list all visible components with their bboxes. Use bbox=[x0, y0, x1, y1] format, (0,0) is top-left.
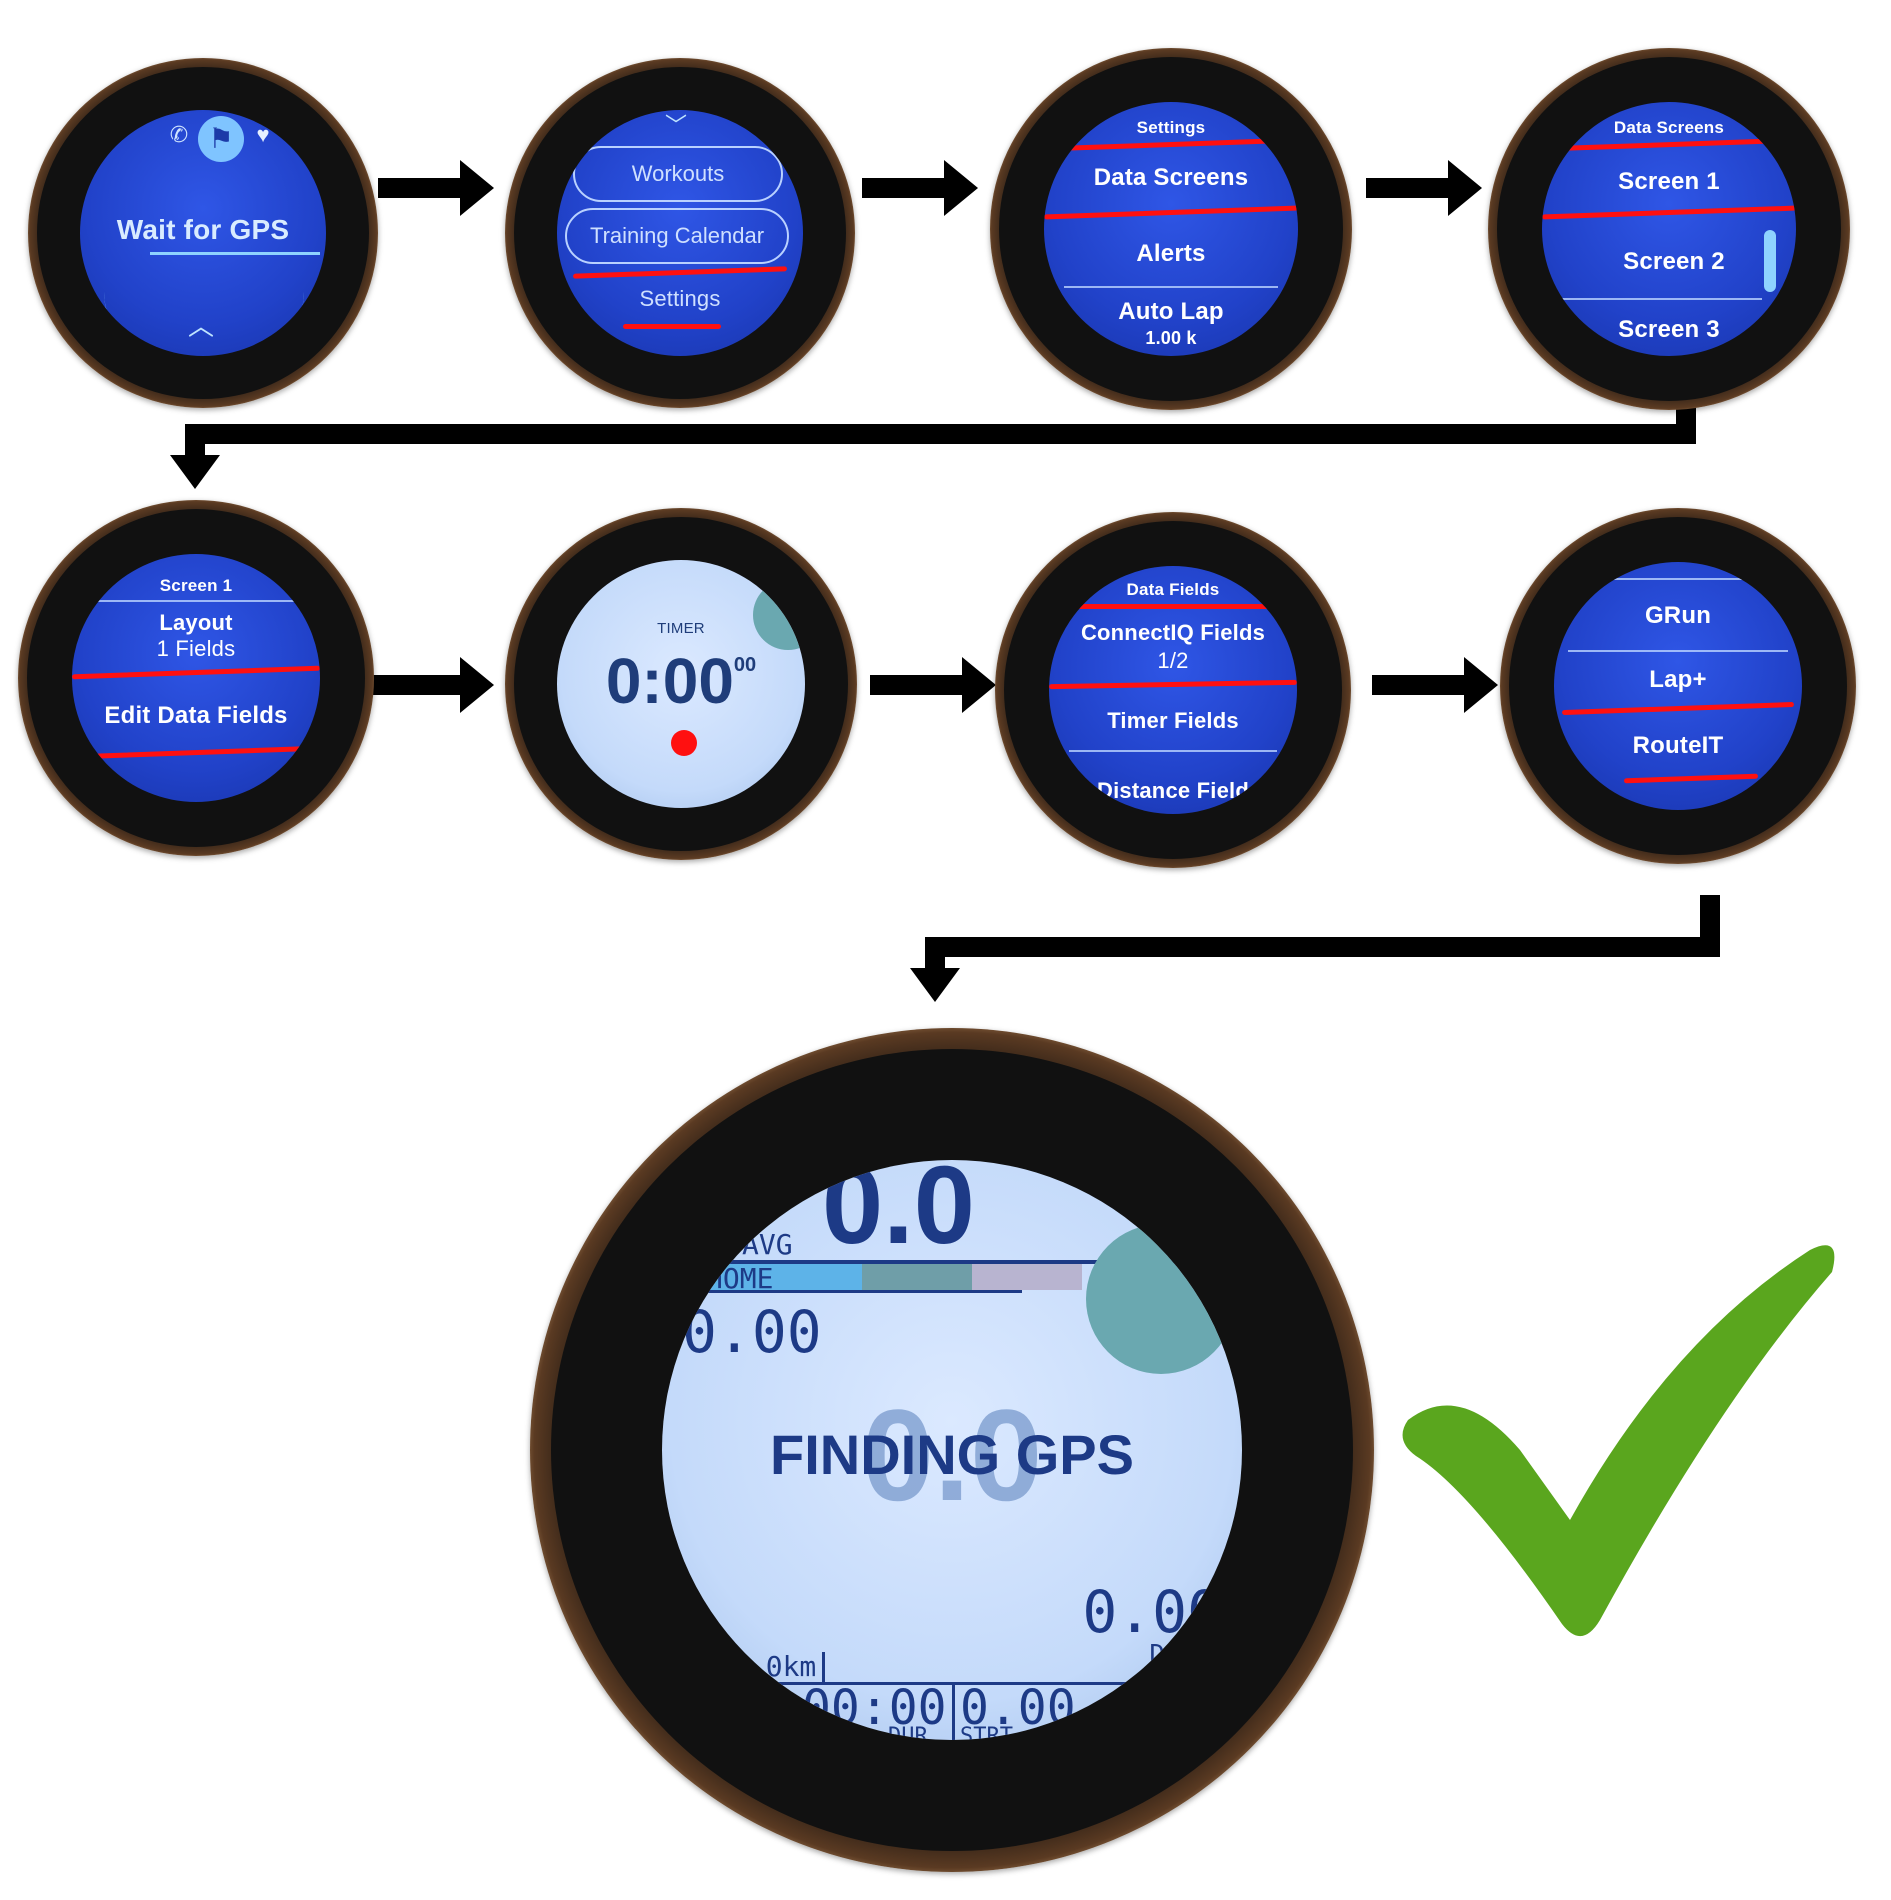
dur-value: 00:00 bbox=[802, 1680, 947, 1736]
menu-item-screen-3[interactable]: Screen 3 bbox=[1618, 316, 1720, 343]
ghost-value: 0.0 bbox=[861, 1382, 1043, 1528]
corner-indicator bbox=[753, 580, 805, 650]
heart-icon: ♥ bbox=[256, 122, 270, 147]
highlight-top bbox=[72, 665, 320, 680]
watch-step-6: TIMER 0:0000 bbox=[505, 508, 857, 860]
home-label: HOME bbox=[706, 1262, 774, 1295]
top-value: 0.0 bbox=[822, 1160, 975, 1267]
mid-divider bbox=[952, 1684, 955, 1740]
strt-label: STRT bbox=[960, 1724, 1013, 1740]
home-divider bbox=[682, 1290, 1022, 1293]
menu-item-lap-plus[interactable]: Lap+ bbox=[1649, 666, 1707, 693]
menu-item-timer-fields[interactable]: Timer Fields bbox=[1107, 708, 1239, 733]
chevron-down-icon: ﹀ bbox=[665, 113, 688, 138]
watch-step-1: ✆ ⚑ ♥ Wait for GPS ︿ bbox=[28, 58, 378, 408]
menu-item-training-calendar[interactable]: Training Calendar bbox=[565, 208, 789, 264]
left-value: 0.00 bbox=[682, 1298, 822, 1366]
divider bbox=[1584, 578, 1772, 580]
menu-item-workouts[interactable]: Workouts bbox=[573, 146, 783, 202]
chevron-up-icon: ︿ bbox=[188, 311, 215, 341]
title-underline bbox=[150, 252, 320, 255]
data-screens-header: Data Screens bbox=[1613, 118, 1725, 137]
final-screen: 0.0 AVG HOME 0.00 0.0 FINDING GPS 0.00 D… bbox=[662, 1160, 1242, 1740]
menu-item-edit-data-fields[interactable]: Edit Data Fields bbox=[104, 702, 288, 729]
highlight-top bbox=[1561, 138, 1783, 151]
run-icon: ⚑ bbox=[198, 116, 244, 162]
highlight-bottom bbox=[623, 324, 721, 329]
auto-lap-value: 1.00 k bbox=[1145, 328, 1197, 348]
divider bbox=[1064, 286, 1278, 288]
watch-step-5: Screen 1 Layout 1 Fields Edit Data Field… bbox=[18, 500, 374, 856]
highlight-top bbox=[1057, 138, 1285, 151]
top-divider bbox=[682, 1260, 1242, 1264]
settings-header: Settings bbox=[1136, 118, 1206, 137]
watch-step-4: Data Screens Screen 1 Screen 2 Screen 3 bbox=[1488, 48, 1850, 410]
divider bbox=[1568, 650, 1788, 652]
menu-item-grun[interactable]: GRun bbox=[1644, 602, 1712, 629]
highlight-bottom bbox=[1623, 773, 1759, 784]
watch-step-7: Data Fields ConnectIQ Fields 1/2 Timer F… bbox=[995, 512, 1351, 868]
data-fields-header: Data Fields bbox=[1126, 580, 1220, 599]
highlight-top bbox=[1561, 701, 1795, 716]
divider bbox=[1562, 298, 1762, 300]
highlight-bottom bbox=[85, 746, 311, 759]
watch-step-8: GRun Lap+ RouteIT bbox=[1500, 508, 1856, 864]
bottom-divider bbox=[682, 1682, 1242, 1685]
highlight-bottom bbox=[1044, 205, 1298, 220]
divider bbox=[1069, 750, 1277, 752]
menu-item-layout[interactable]: Layout bbox=[159, 610, 233, 635]
timer-label: TIMER bbox=[657, 620, 705, 637]
layout-value: 1 Fields bbox=[156, 636, 236, 661]
screen-1-header: Screen 1 bbox=[159, 576, 233, 595]
scrollbar[interactable] bbox=[1764, 230, 1776, 292]
progress-bar bbox=[682, 1264, 1082, 1290]
dist-value: 0.00 bbox=[1082, 1578, 1222, 1646]
menu-item-connectiq-fields[interactable]: ConnectIQ Fields bbox=[1080, 620, 1266, 645]
checkmark-icon bbox=[1402, 1245, 1835, 1637]
highlight-top bbox=[1069, 604, 1277, 609]
watch-step-3: Settings Data Screens Alerts Auto Lap 1.… bbox=[990, 48, 1352, 410]
strt-value: 0.00 bbox=[960, 1680, 1076, 1736]
record-dot bbox=[671, 730, 697, 756]
connectiq-count: 1/2 bbox=[1157, 648, 1189, 673]
menu-item-auto-lap[interactable]: Auto Lap bbox=[1118, 298, 1224, 325]
highlight-bottom bbox=[1542, 205, 1796, 220]
menu-item-screen-2[interactable]: Screen 2 bbox=[1623, 248, 1725, 275]
divider bbox=[92, 600, 300, 602]
km-divider bbox=[822, 1652, 825, 1682]
dur-label: DUR bbox=[888, 1724, 928, 1740]
highlight-bottom bbox=[1049, 679, 1297, 690]
avg-label: AVG bbox=[742, 1228, 793, 1261]
watch-step-2: ﹀ Workouts Training Calendar Settings bbox=[505, 58, 855, 408]
menu-item-alerts[interactable]: Alerts bbox=[1136, 240, 1206, 267]
corner-indicator bbox=[1086, 1224, 1236, 1374]
menu-item-data-screens[interactable]: Data Screens bbox=[1093, 164, 1249, 191]
menu-item-routeit[interactable]: RouteIT bbox=[1632, 732, 1724, 759]
timer-value: 0:0000 bbox=[605, 645, 757, 717]
finding-gps-label: FINDING GPS bbox=[769, 1423, 1135, 1486]
wait-for-gps-title: Wait for GPS bbox=[116, 214, 290, 245]
menu-item-settings[interactable]: Settings bbox=[639, 286, 721, 311]
km-value: 0.0km bbox=[732, 1650, 817, 1683]
watch-final: 0.0 AVG HOME 0.00 0.0 FINDING GPS 0.00 D… bbox=[530, 1028, 1374, 1872]
menu-item-screen-1[interactable]: Screen 1 bbox=[1618, 168, 1720, 195]
phone-icon: ✆ bbox=[169, 122, 189, 147]
dist-label: DIST bbox=[1149, 1640, 1212, 1670]
highlight-top bbox=[572, 266, 788, 279]
menu-item-distance-field[interactable]: Distance Field bbox=[1097, 778, 1249, 803]
